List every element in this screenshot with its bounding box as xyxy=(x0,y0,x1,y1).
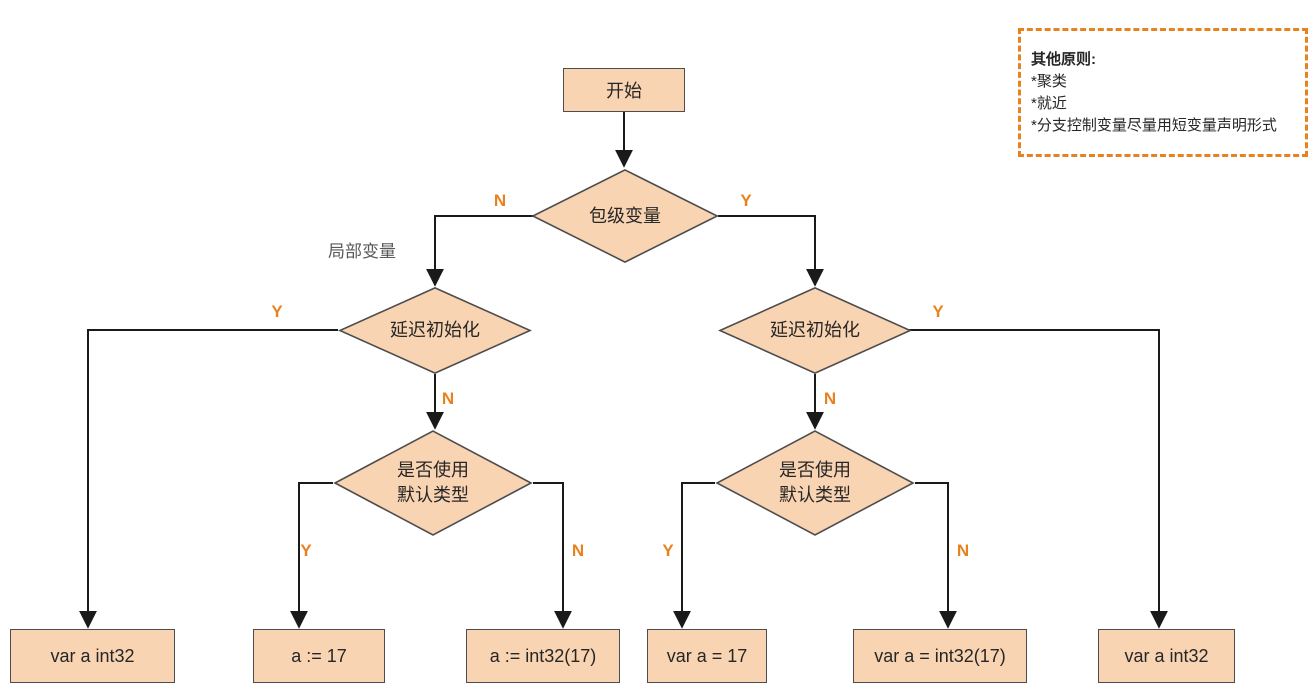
decision-default-type-right: 是否使用 默认类型 xyxy=(715,430,915,536)
decision-lazy-init-right: 延迟初始化 xyxy=(718,287,912,374)
note-item: *就近 xyxy=(1031,95,1067,112)
edge-label-default-left-n: N xyxy=(571,541,585,560)
result-var-assign-cast: var a = int32(17) xyxy=(853,629,1027,683)
note-item: *聚类 xyxy=(1031,73,1067,90)
result-var-a-int32-left: var a int32 xyxy=(10,629,175,683)
edge-label-lazy-right-y: Y xyxy=(932,302,944,321)
decision-default-type-left-line2: 默认类型 xyxy=(397,485,469,505)
note-title: 其他原则: xyxy=(1031,51,1096,68)
result-short-decl-cast: a := int32(17) xyxy=(466,629,620,683)
note-item: *分支控制变量尽量用短变量声明形式 xyxy=(1031,117,1277,134)
decision-package-variable: 包级变量 xyxy=(531,169,719,263)
decision-default-type-left-line1: 是否使用 xyxy=(397,460,469,480)
decision-package-variable-label: 包级变量 xyxy=(589,205,661,226)
result-var-assign: var a = 17 xyxy=(647,629,767,683)
edge-label-default-left-y: Y xyxy=(300,541,312,560)
edge-label-lazy-right-n: N xyxy=(823,389,837,408)
decision-default-type-right-label: 是否使用 默认类型 xyxy=(779,458,851,508)
edge-label-default-right-y: Y xyxy=(662,541,674,560)
edge-label-lazy-left-y: Y xyxy=(271,302,283,321)
decision-default-type-left-label: 是否使用 默认类型 xyxy=(397,458,469,508)
result-label: var a int32 xyxy=(50,645,135,666)
decision-lazy-init-left: 延迟初始化 xyxy=(338,287,532,374)
decision-default-type-right-line2: 默认类型 xyxy=(779,485,851,505)
start-node: 开始 xyxy=(563,68,685,112)
start-node-label: 开始 xyxy=(606,81,642,101)
edge-label-lazy-left-n: N xyxy=(441,389,455,408)
result-var-a-int32-right: var a int32 xyxy=(1098,629,1235,683)
edge-label-pkg-y: Y xyxy=(740,191,752,210)
edge-label-pkg-n: N xyxy=(493,191,507,210)
edge-label-default-right-n: N xyxy=(956,541,970,560)
result-label: a := int32(17) xyxy=(489,645,597,666)
result-short-decl: a := 17 xyxy=(253,629,385,683)
decision-default-type-left: 是否使用 默认类型 xyxy=(333,430,533,536)
result-label: var a int32 xyxy=(1124,645,1209,666)
result-label: var a = 17 xyxy=(666,645,748,666)
local-variable-label: 局部变量 xyxy=(328,242,396,261)
decision-default-type-right-line1: 是否使用 xyxy=(779,460,851,480)
result-label: var a = int32(17) xyxy=(874,645,1006,666)
principles-note: 其他原则: *聚类 *就近 *分支控制变量尽量用短变量声明形式 xyxy=(1018,28,1308,157)
decision-lazy-init-left-label: 延迟初始化 xyxy=(390,320,480,340)
result-label: a := 17 xyxy=(291,645,347,666)
decision-lazy-init-right-label: 延迟初始化 xyxy=(770,320,860,340)
